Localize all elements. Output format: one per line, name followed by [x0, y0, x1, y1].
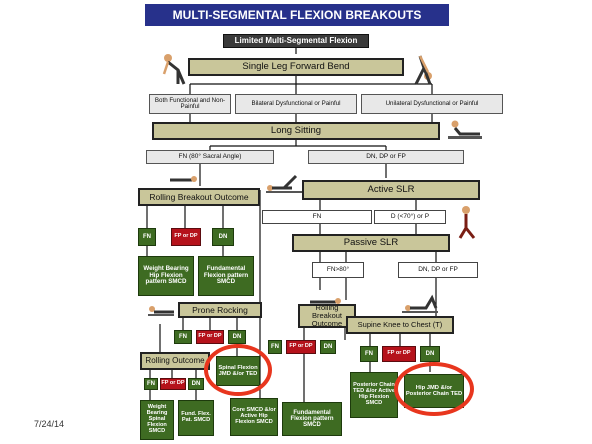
active-slr-figure-icon — [266, 174, 302, 193]
highlight-ring-hip — [394, 362, 474, 416]
dn-dp-fp-box: DN, DP or FP — [308, 150, 464, 164]
rolling-outcome-box: Rolling Outcome — [140, 352, 210, 370]
fundamental-flexion-box-2: Fundamental Flexion pattern SMCD — [282, 402, 342, 436]
fp-or-dp-box-1: FP or DP — [171, 228, 201, 246]
active-slr-box: Active SLR — [302, 180, 480, 200]
highlight-ring-spinal — [204, 344, 272, 396]
slr-d-box: D (<70°) or P — [374, 210, 446, 224]
core-smcd-box: Core SMCD &/or Active Hip Flexion SMCD — [230, 398, 278, 436]
slr-fn-box: FN — [262, 210, 372, 224]
prone-rocking-figure-icon — [148, 306, 174, 316]
dn-box-4: DN — [320, 340, 336, 354]
prone-rocking-box: Prone Rocking — [178, 302, 262, 318]
dn-box-3: DN — [188, 378, 204, 390]
rolling-breakout-outcome-box: Rolling Breakout Outcome — [138, 188, 260, 206]
fn-box-1: FN — [138, 228, 156, 246]
weight-bearing-hip-box: Weight Bearing Hip Flexion pattern SMCD — [138, 256, 194, 296]
dn-box-5: DN — [420, 346, 440, 362]
forward-bend-figure-icon — [162, 54, 186, 85]
long-sitting-box: Long Sitting — [152, 122, 440, 140]
weight-bearing-spinal-box: Weight Bearing Spinal Flexion SMCD — [140, 400, 174, 440]
fn-box-5: FN — [360, 346, 378, 362]
fp-or-dp-box-2: FP or DP — [196, 330, 224, 344]
unilateral-dysfunctional-box: Unilateral Dysfunctional or Painful — [361, 94, 503, 114]
passive-slr-box: Passive SLR — [292, 234, 450, 252]
fn-box-2: FN — [174, 330, 192, 344]
bilateral-dysfunctional-box: Bilateral Dysfunctional or Painful — [235, 94, 357, 114]
fp-or-dp-box-3: FP or DP — [160, 378, 186, 390]
limited-flexion-box: Limited Multi-Segmental Flexion — [223, 34, 369, 48]
fp-or-dp-box-4: FP or DP — [286, 340, 316, 354]
long-sitting-figure-icon — [448, 120, 482, 139]
rolling-figure-icon-2 — [310, 298, 341, 304]
supine-knee-to-chest-box: Supine Knee to Chest (T) — [346, 316, 454, 334]
fn-box-3: FN — [144, 378, 158, 390]
fund-flex-pat-box: Fund. Flex. Pat. SMCD — [178, 400, 214, 436]
fn-80-box: FN>80° — [312, 262, 364, 278]
fundamental-flexion-box-1: Fundamental Flexion pattern SMCD — [198, 256, 254, 296]
slide-date: 7/24/14 — [34, 419, 65, 429]
dn-box-2: DN — [228, 330, 246, 344]
both-functional-box: Both Functional and Non-Painful — [149, 94, 231, 114]
fp-or-dp-box-5: FP or DP — [382, 346, 416, 362]
dn-box-1: DN — [212, 228, 234, 246]
supine-knee-figure-icon — [402, 294, 438, 313]
diagram-title: MULTI-SEGMENTAL FLEXION BREAKOUTS — [145, 4, 449, 26]
single-leg-forward-bend-box: Single Leg Forward Bend — [188, 58, 404, 76]
rolling-figure-icon — [170, 176, 197, 182]
passive-slr-figure-icon — [458, 206, 476, 239]
fn-box-4: FN — [268, 340, 282, 354]
fn-sacral-angle-box: FN (80° Sacral Angle) — [146, 150, 274, 164]
pslr-dn-dp-fp-box: DN, DP or FP — [398, 262, 478, 278]
posterior-chain-box: Posterior Chain TED &/or Active Hip Flex… — [350, 372, 398, 418]
forward-bend-figure-icon-2 — [414, 55, 432, 85]
